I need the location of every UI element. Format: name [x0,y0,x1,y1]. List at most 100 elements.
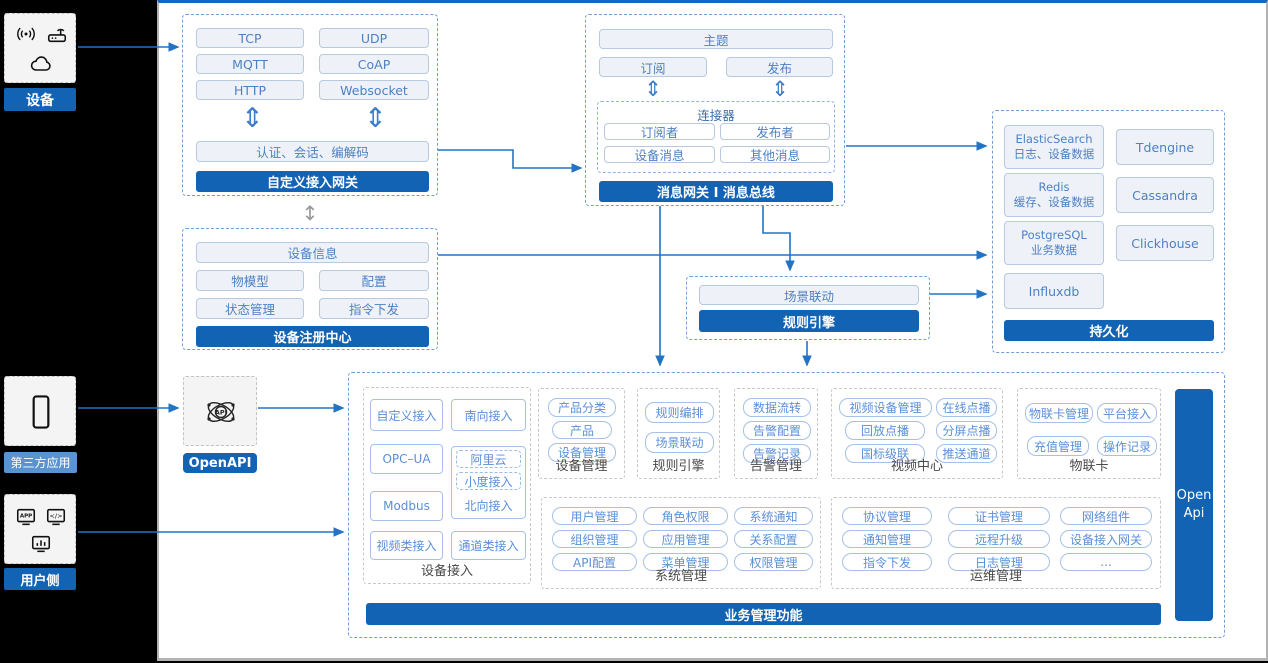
gateway-title-bar: 自定义接入网关 [196,171,429,192]
section-pill: 分屏点播 [936,421,997,440]
section-pill: 在线点播 [936,398,997,417]
connector-pill: 订阅者 [604,123,715,140]
section-pill: 物联卡管理 [1025,403,1093,423]
section-pill: 视频设备管理 [839,398,932,417]
protocol-pill: HTTP [196,80,304,100]
section-pill: 告警配置 [743,421,811,440]
store-desc: 日志、设备数据 [1013,147,1095,161]
app-icon: APP [16,508,36,526]
store-pill: ElasticSearch 日志、设备数据 [1004,125,1104,169]
section-pill: 权限管理 [734,553,813,571]
user-icon-box: APP </> [4,494,76,564]
section-pill: 充值管理 [1027,436,1089,456]
section-pill: ... [1060,553,1152,571]
section-system: 用户管理 角色权限 系统通知 组织管理 应用管理 关系配置 API配置 菜单管理… [541,497,821,589]
section-pill: 应用管理 [643,530,728,548]
svg-text:APP: APP [20,513,32,519]
section-label: 设备接入 [420,564,473,579]
section-pill: 设备管理 [548,443,616,462]
openapi-label: OpenAPI [183,453,257,473]
section-pill: 协议管理 [842,507,932,525]
registry-box: 设备信息 物模型 配置 状态管理 指令下发 设备注册中心 [182,228,438,350]
store-desc: 缓存、设备数据 [1013,195,1095,209]
svg-text:API: API [215,409,227,417]
protocol-pill: CoAP [319,54,429,74]
bus-title-bar: 消息网关 I 消息总线 [599,181,833,202]
section-pill: 场景联动 [645,432,714,453]
store-desc: 业务数据 [1031,243,1077,257]
section-pill: 通知管理 [842,530,932,548]
section-pill: 通道类接入 [451,531,526,560]
device-icon-box [4,13,76,83]
registry-pill: 指令下发 [319,298,429,319]
session-pill: 认证、会话、编解码 [196,141,429,162]
phone-icon [32,395,50,429]
protocol-pill: TCP [196,28,304,48]
registry-pill: 物模型 [196,270,304,291]
open-api-line: Api [1183,506,1205,521]
section-pill: API配置 [552,553,637,571]
section-pill: 指令下发 [842,553,932,571]
scene-linkage-pill: 场景联动 [699,285,919,305]
store-name: Redis [1038,180,1070,195]
section-pill: 推送通道 [936,444,997,463]
connector-title: 连接器 [697,108,735,123]
message-bus-box: 主题 订阅 发布 ⇕ ⇕ 连接器 订阅者 发布者 设备消息 其他消息 消息网关 … [585,14,845,206]
section-pill: 操作记录 [1097,436,1157,456]
section-pill: 南向接入 [451,399,526,431]
store-pill: Clickhouse [1116,225,1214,261]
publish-pill: 发布 [726,57,833,77]
section-iot-card: 物联卡管理 平台接入 充值管理 操作记录 物联卡 [1017,388,1161,479]
section-pill: 组织管理 [552,530,637,548]
section-pill: 关系配置 [734,530,813,548]
store-name: ElasticSearch [1015,132,1093,147]
section-pill: OPC–UA [370,444,443,474]
store-pill: Cassandra [1116,177,1214,213]
north-sub-pill: 阿里云 [456,450,521,468]
chart-icon [31,535,51,553]
section-pill: 设备接入网关 [1060,530,1152,548]
section-device-access: 自定义接入 南向接入 OPC–UA 北向接入 阿里云 小度接入 Modbus 视… [363,387,531,584]
registry-pill: 状态管理 [196,298,304,319]
third-party-icon-box [4,376,76,446]
double-arrow-icon: ⇕ [771,77,789,101]
section-pill: Modbus [370,491,443,521]
section-pill: 网络组件 [1060,507,1152,525]
section-alarm: 数据流转 告警配置 告警记录 告警管理 [734,388,818,479]
connector-pill: 发布者 [720,123,830,140]
openapi-icon-box: API [183,376,257,446]
section-label: 规则引擎 [652,459,705,474]
rule-engine-box: 场景联动 规则引擎 [686,276,930,340]
section-pill: 告警记录 [743,444,811,463]
gateway-box: TCP UDP MQTT CoAP HTTP Websocket ⇕ ⇕ 认证、… [182,14,438,196]
protocol-pill: MQTT [196,54,304,74]
double-arrow-icon: ⇕ [241,103,264,134]
business-box: 自定义接入 南向接入 OPC–UA 北向接入 阿里云 小度接入 Modbus 视… [348,372,1225,638]
section-label: 物联卡 [1069,459,1109,474]
section-pill: 国标级联 [845,444,925,463]
registry-pill: 设备信息 [196,242,429,263]
protocol-pill: Websocket [319,80,429,100]
device-rail-label: 设备 [4,88,76,111]
section-pill: 角色权限 [643,507,728,525]
double-arrow-icon: ↕ [301,201,319,225]
connector-pill: 其他消息 [720,146,830,163]
north-sub-pill: 小度接入 [456,472,521,490]
store-pill: Tdengine [1116,129,1214,165]
connector-pill: 设备消息 [604,146,715,163]
router-icon [47,28,67,43]
topic-pill: 主题 [599,29,833,49]
section-label: 告警管理 [749,459,802,474]
section-label: 视频中心 [890,459,943,474]
section-label: 系统管理 [654,569,707,584]
section-device-mgmt: 产品分类 产品 设备管理 设备管理 [538,388,625,479]
section-pill: 产品分类 [548,398,616,417]
section-pill: 系统通知 [734,507,813,525]
open-api-line: Open [1176,488,1212,504]
section-pill: 自定义接入 [370,399,443,431]
persistence-box: ElasticSearch 日志、设备数据 Tdengine Redis 缓存、… [992,110,1225,353]
persistence-title-bar: 持久化 [1004,320,1214,341]
store-pill: Influxdb [1004,273,1104,309]
store-pill: Redis 缓存、设备数据 [1004,173,1104,217]
section-pill: 证书管理 [948,507,1050,525]
